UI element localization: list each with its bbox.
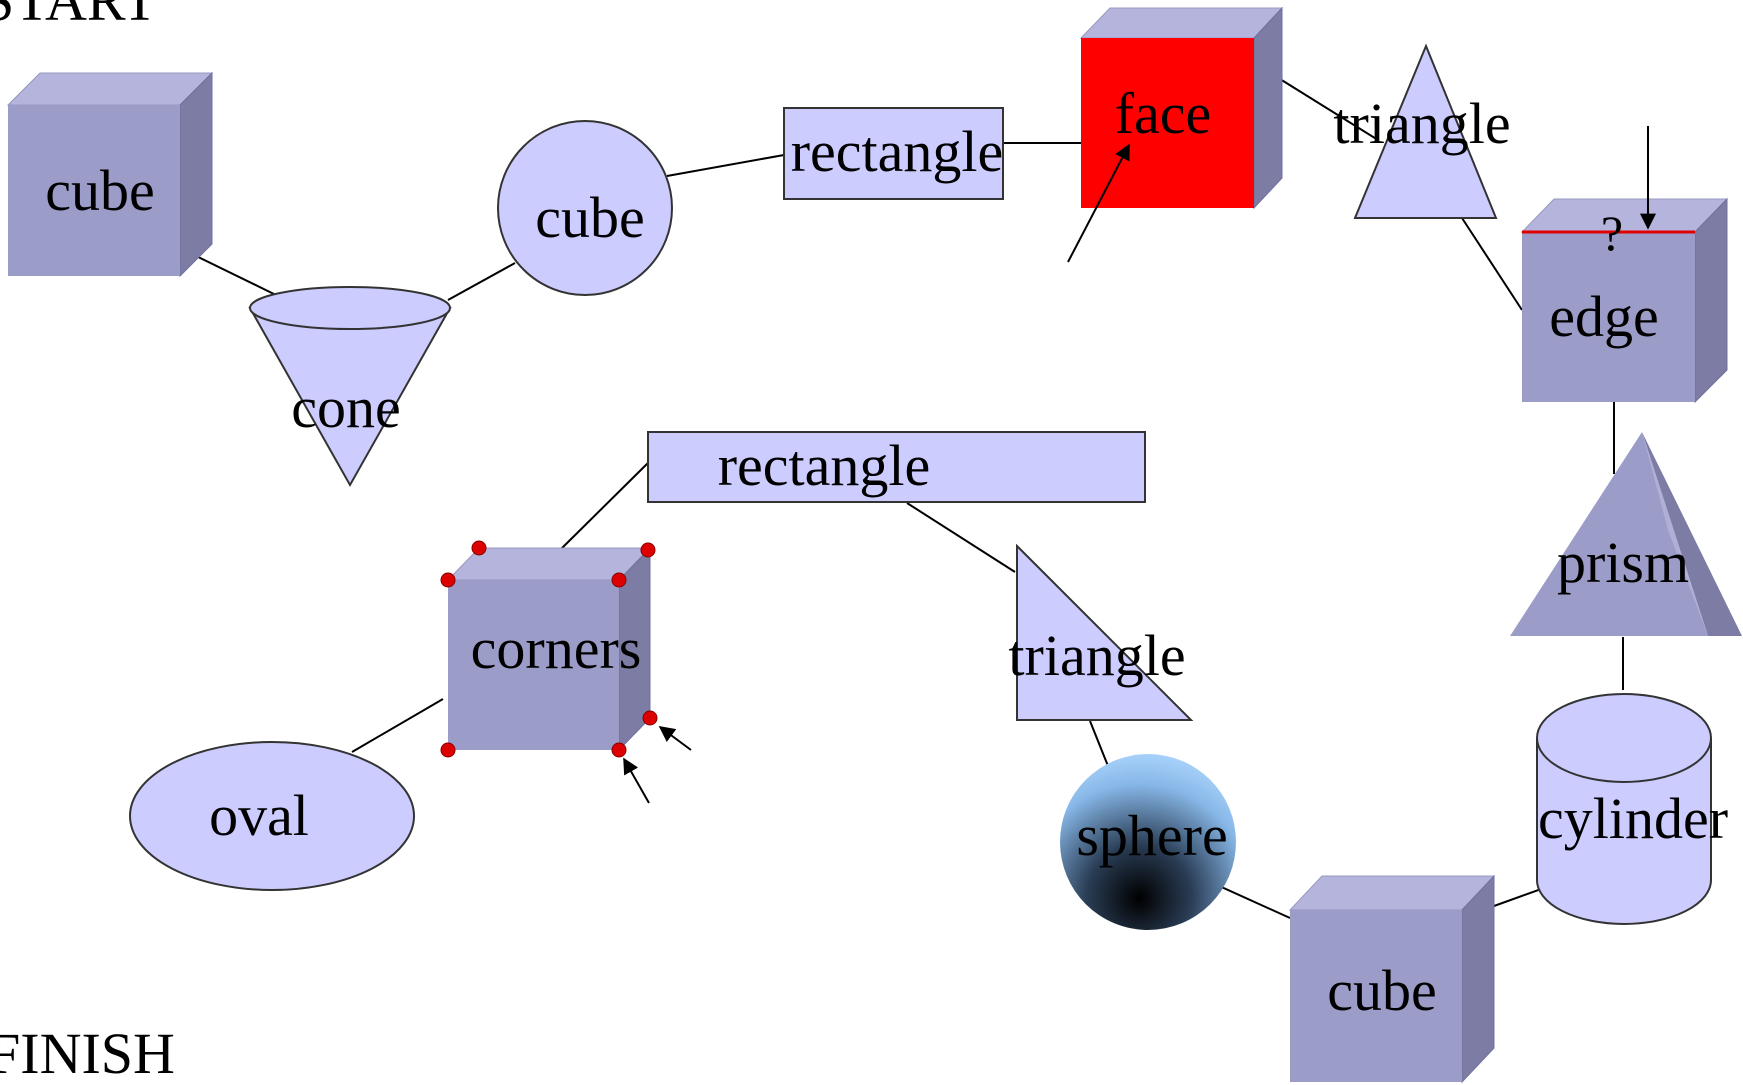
connector-cube-cone	[191, 253, 279, 297]
node-label: edge	[1549, 284, 1659, 349]
node-oval: oval	[129, 741, 415, 891]
node-label: rectangle	[791, 119, 1004, 184]
oval-shape	[129, 741, 415, 891]
cube-top-face	[1288, 875, 1496, 911]
node-prism: prism	[1510, 432, 1742, 636]
connector-circle-rectangle	[666, 154, 785, 177]
connector-corners-oval	[351, 698, 444, 753]
corner-markers	[440, 540, 658, 758]
connector-cylinder-cube	[1493, 887, 1545, 907]
edge-question-mark: ?	[1601, 205, 1623, 261]
cylinder-top	[1536, 693, 1712, 783]
node-cylinder: cylinder	[1536, 693, 1728, 925]
node-sphere: sphere	[1060, 754, 1236, 930]
start-heading: START	[0, 0, 158, 33]
connector-sphere-triangle	[1089, 720, 1109, 767]
corner-dot	[640, 542, 656, 558]
corner-dot	[642, 710, 658, 726]
node-label: cone	[291, 375, 401, 440]
node-label: prism	[1557, 530, 1689, 595]
node-label: rectangle	[718, 433, 931, 498]
face-pointer-arrow	[1067, 143, 1130, 263]
node-label: cube	[1327, 958, 1437, 1023]
node-label: triangle	[1333, 91, 1510, 156]
cube-front-face	[1522, 232, 1695, 402]
cube-front-face	[8, 105, 180, 276]
cube-front-face	[1290, 910, 1462, 1082]
corner-pointer-arrow	[658, 726, 692, 751]
cube-top-face	[1520, 198, 1729, 233]
cube-side-face	[1694, 197, 1728, 404]
corner-dot	[611, 742, 627, 758]
rectangle-shape	[783, 107, 1004, 200]
cone-base	[249, 286, 451, 330]
connector-cube-sphere	[1216, 884, 1291, 919]
node-label: cylinder	[1538, 786, 1728, 851]
cylinder-body	[1536, 738, 1712, 925]
rectangle-shape	[647, 431, 1146, 503]
triangle-shape	[1016, 543, 1194, 721]
corner-dot	[611, 572, 627, 588]
node-cube-bottom: cube	[1288, 874, 1496, 1084]
node-cube-start: cube	[6, 71, 214, 278]
node-label: cube	[45, 158, 155, 223]
node-cube-circle: cube	[497, 120, 673, 296]
node-label: oval	[209, 783, 309, 848]
finish-heading: FINISH	[0, 1021, 175, 1085]
corner-dot	[440, 572, 456, 588]
corner-dot	[440, 742, 456, 758]
node-label: corners	[471, 616, 642, 681]
prism-side-face	[1642, 432, 1742, 636]
cube-side-face	[1253, 6, 1283, 210]
node-face: face	[1067, 6, 1284, 263]
node-rectangle-mid: rectangle	[647, 431, 1146, 503]
cube-top-face	[6, 72, 214, 106]
node-rectangle-top: rectangle	[783, 107, 1004, 200]
corner-dot	[471, 540, 487, 556]
prism-light-face	[1642, 432, 1708, 636]
node-triangle-top: triangle	[1333, 43, 1511, 219]
node-label: triangle	[1008, 623, 1185, 688]
node-edge: ? edge	[1520, 126, 1729, 404]
connector-face-triangle	[1279, 78, 1379, 141]
cube-side-face	[179, 71, 213, 278]
node-cone: cone	[248, 286, 452, 488]
connector-rectangle-corners	[559, 458, 653, 551]
cube-side-face	[1461, 874, 1495, 1084]
cube-top-face	[1079, 7, 1284, 39]
node-label: cube	[535, 185, 645, 250]
connector-triangle-rectangle	[906, 502, 1016, 573]
connector-cone-circle	[447, 262, 516, 301]
node-label: face	[1115, 81, 1212, 146]
connector-triangle-edge	[1461, 217, 1523, 311]
node-triangle-mid: triangle	[1008, 543, 1194, 721]
node-label: sphere	[1076, 803, 1227, 868]
node-corners: corners	[440, 540, 692, 804]
sphere-shape	[1060, 754, 1236, 930]
corner-pointer-arrow	[623, 757, 650, 804]
cube-front-face	[448, 580, 619, 750]
triangle-shape	[1353, 43, 1498, 219]
connectors	[191, 78, 1624, 919]
circle-shape	[497, 120, 673, 296]
